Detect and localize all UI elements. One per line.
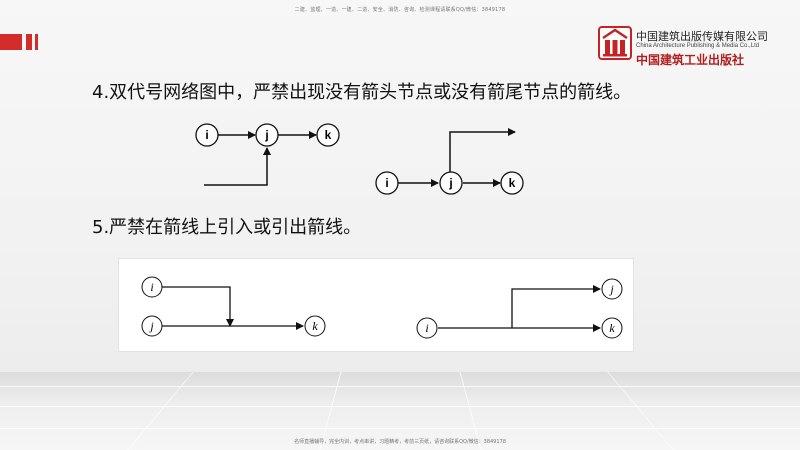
node-j [439,171,463,195]
dangling-arrow-out-of-j [449,128,516,172]
node-j-label: j [448,176,452,190]
bottom-note: 名师直播辅导，完全内训，考点串讲，习题精考，考前三页纸，请咨询联系QQ/微信：3… [294,439,506,445]
publisher-emblem-icon [598,26,632,60]
node-k [316,123,340,147]
node-k-label: k [312,319,318,333]
node-k [500,171,524,195]
node-j [255,123,279,147]
node-j-label: j [264,128,268,142]
node-j [601,278,623,300]
publisher-name-stylized: 中国建筑工业出版社 [636,53,745,67]
floor-background [0,372,800,450]
floor-line [0,406,800,407]
accent-bar [35,34,38,50]
node-j [141,315,163,337]
node-i [141,276,163,298]
rule-5-left-diagram: i j k [141,276,326,337]
node-k-label: k [609,321,615,335]
rule-4-left-diagram: i j k [195,123,340,186]
floor-line [0,428,800,429]
rule-4-right-diagram: i j k [375,128,524,195]
dangling-arrow-into-j [204,147,271,186]
rule-5-heading: 5.严禁在箭线上引入或引出箭线。 [92,217,362,238]
arrow-out-to-j [511,285,601,328]
node-k-label: k [325,128,332,142]
rule-4-heading: 4.双代号网络图中，严禁出现没有箭头节点或没有箭尾节点的箭线。 [92,82,632,103]
node-i [375,171,399,195]
node-k-label: k [509,176,516,190]
rule-5-diagram-panel [118,258,634,352]
node-i [195,123,219,147]
node-k [304,315,326,337]
rule-5-right-diagram: i j k [416,278,623,339]
accent-bar [0,34,22,50]
publisher-name-cn: 中国建筑出版传媒有限公司 [636,30,768,43]
publisher-logo: 中国建筑出版传媒有限公司 China Architecture Publishi… [598,22,793,70]
node-k [601,317,623,339]
publisher-name-en: China Architecture Publishing & Media Co… [636,43,760,49]
accent-bar [26,34,32,50]
node-i-label: i [425,321,428,335]
floor-line [0,386,800,387]
node-i-label: i [205,128,208,142]
node-j-label: j [148,319,154,333]
top-note: 二建、监理、一造、一建、二造、安全、消防、咨询、检测课程请联系QQ/微信：384… [294,7,506,13]
node-i [416,317,438,339]
node-j-label: j [608,282,614,296]
node-i-label: i [150,280,153,294]
arrow-i-into-jk [162,286,234,327]
node-i-label: i [385,176,388,190]
